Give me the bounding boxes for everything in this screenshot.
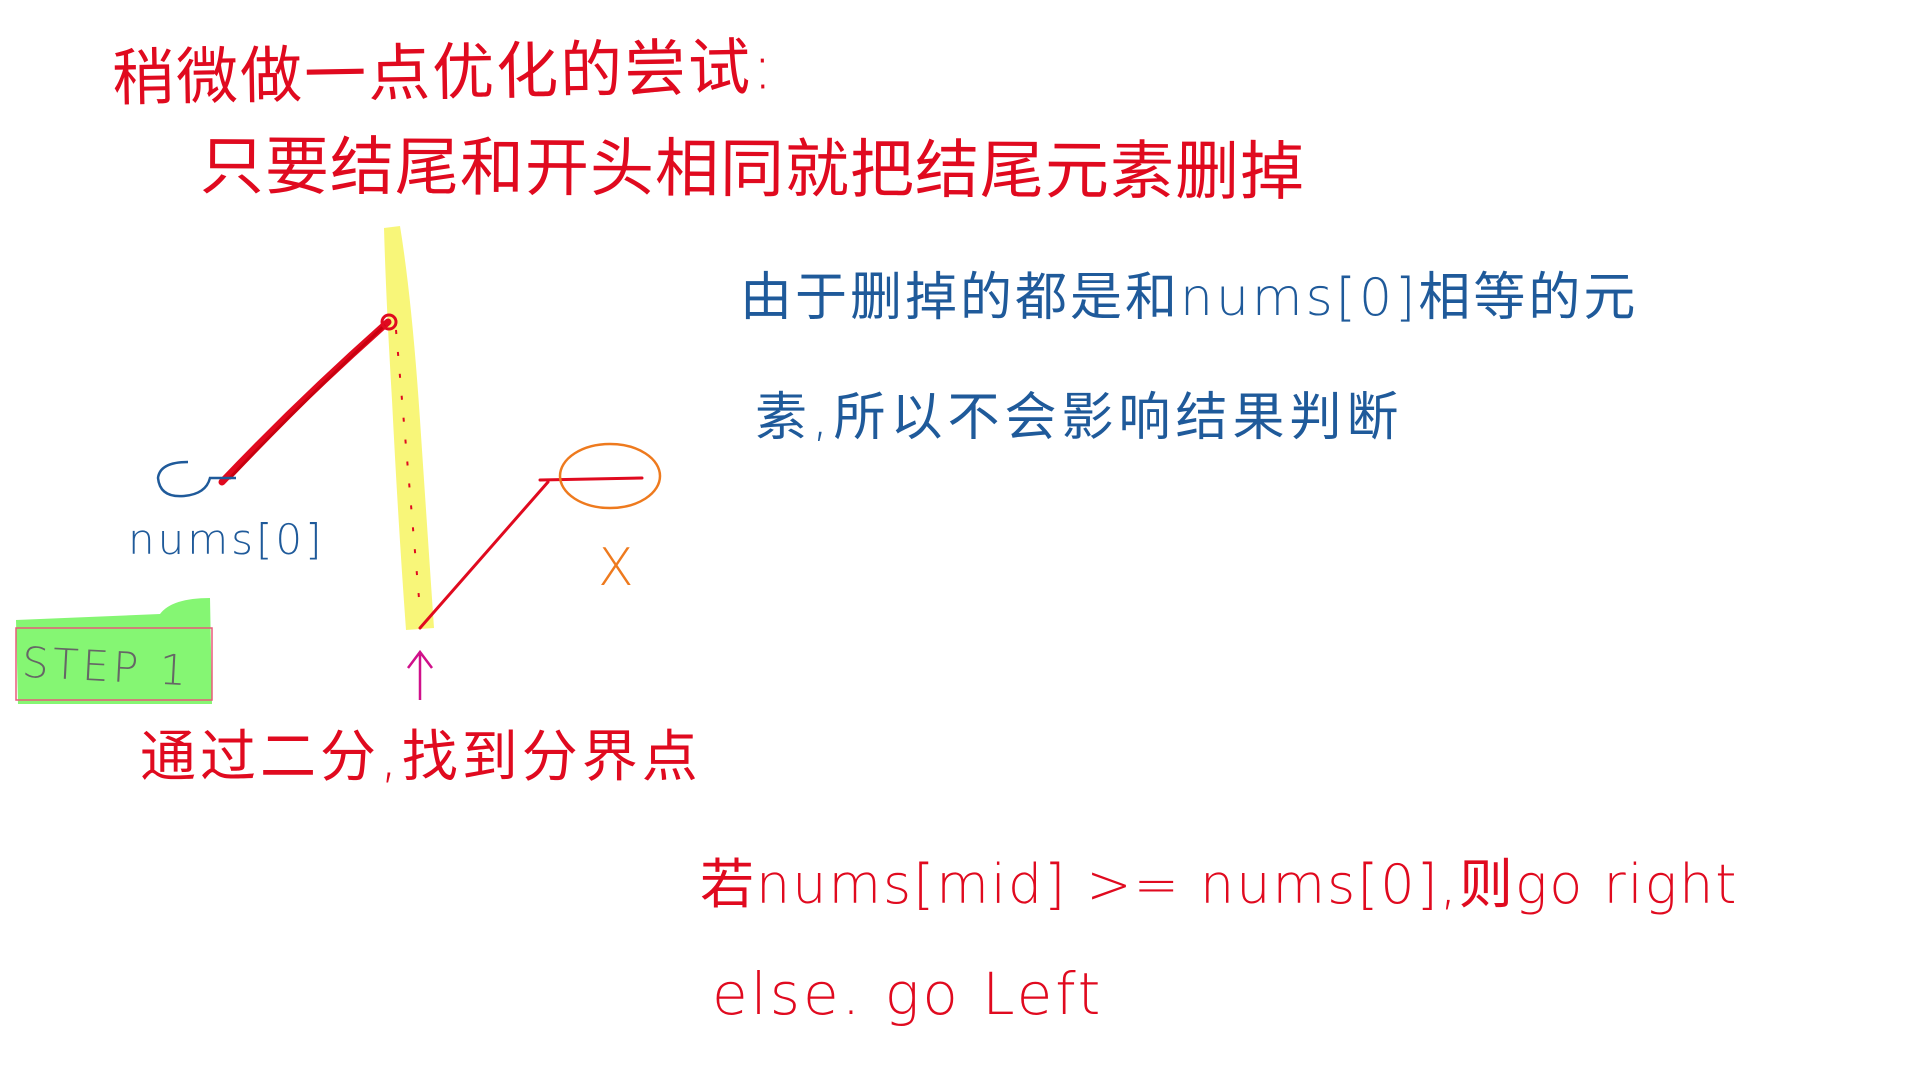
step-description: 通过二分,找到分界点 bbox=[140, 725, 702, 790]
tail-circle-marker bbox=[558, 442, 662, 510]
start-label: nums[0] bbox=[128, 515, 325, 564]
step-badge-highlight bbox=[16, 598, 212, 704]
pivot-highlight-band bbox=[384, 226, 434, 630]
rule-line-2: else. go Left bbox=[712, 960, 1104, 1028]
second-ascending-segment bbox=[418, 480, 550, 630]
note-line-2: 素,所以不会影响结果判断 bbox=[755, 388, 1404, 448]
tail-flat-segment bbox=[538, 476, 644, 482]
step-badge-frame bbox=[15, 627, 213, 701]
title-line-1: 稍微做一点优化的尝试: bbox=[111, 30, 776, 115]
start-marker bbox=[156, 460, 236, 498]
end-label: X bbox=[598, 538, 636, 598]
pivot-arrow bbox=[407, 649, 433, 700]
rule-line-1: 若nums[mid] >= nums[0],则go right bbox=[700, 853, 1739, 916]
peak-point bbox=[380, 313, 398, 331]
ascending-segment-stroke-2 bbox=[228, 324, 386, 480]
pivot-dashed-guide bbox=[395, 329, 421, 611]
note-line-1: 由于删掉的都是和nums[0]相等的元 bbox=[740, 268, 1639, 328]
title-line-2: 只要结尾和开头相同就把结尾元素删掉 bbox=[199, 130, 1306, 210]
step-badge: STEP 1 bbox=[20, 637, 192, 696]
